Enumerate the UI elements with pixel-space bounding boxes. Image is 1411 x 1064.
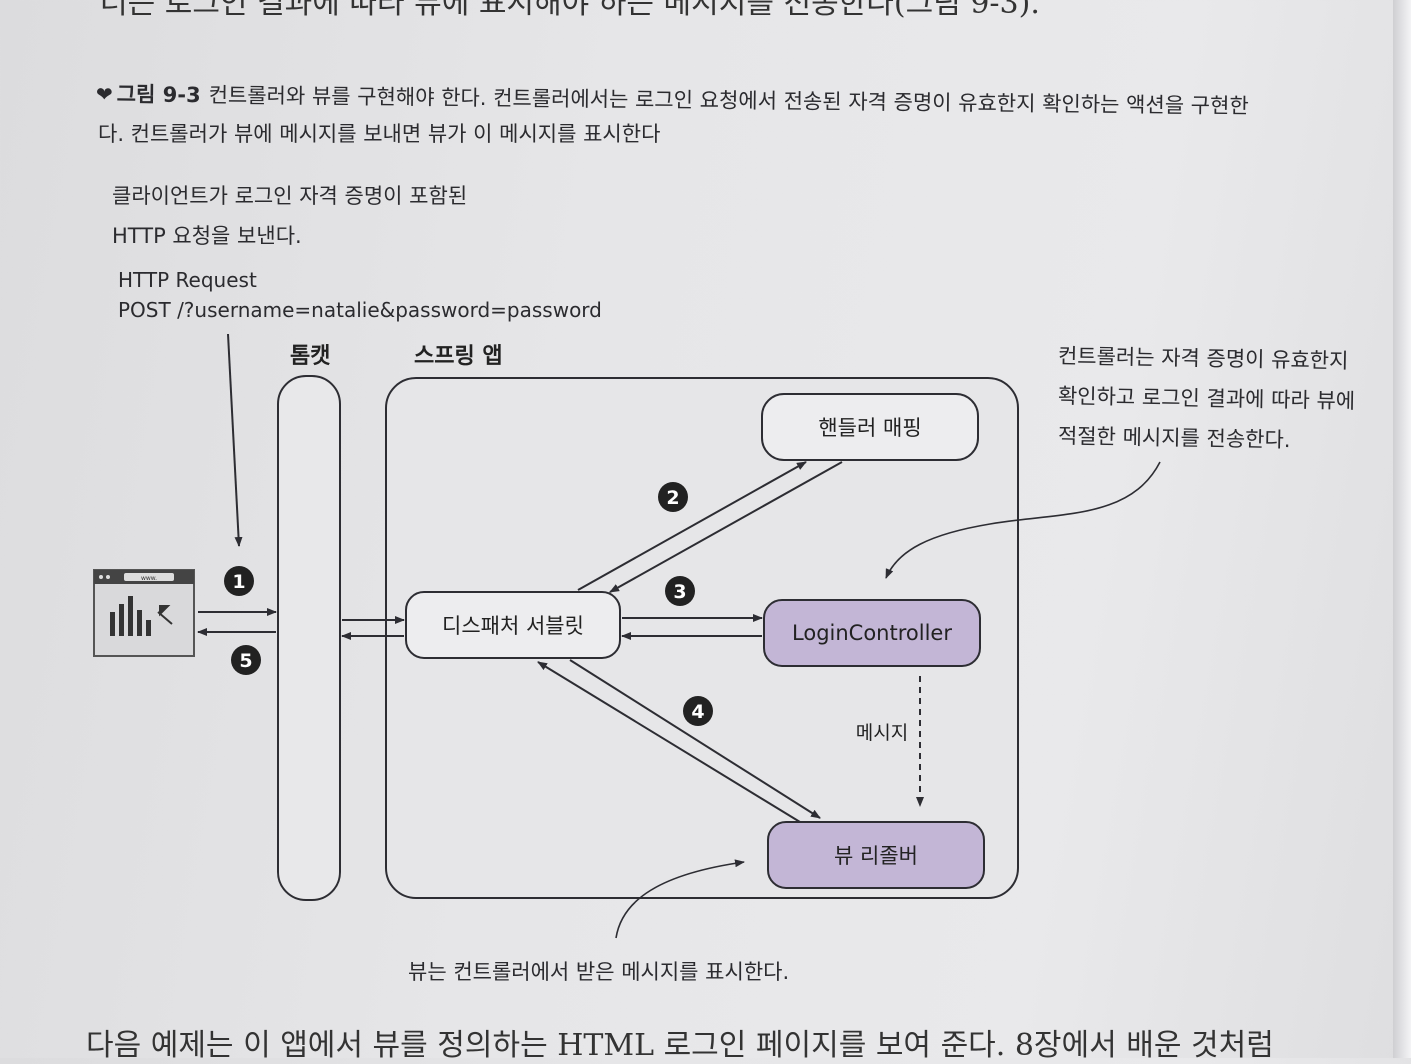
message-label: 메시지	[856, 722, 908, 744]
figure-caption-line2: 다. 컨트롤러가 뷰에 메시지를 보내면 뷰가 이 메시지를 표시한다	[98, 122, 661, 146]
browser-client-icon: www.	[93, 569, 195, 657]
step-badge-2: 2	[658, 482, 688, 512]
login-controller-label: LoginController	[792, 621, 952, 645]
view-callout-curve	[615, 859, 745, 939]
top-cut-text: 더는 로그인 결과에 따라 뷰에 표시해야 하는 메시지를 전송한다(그림 9-…	[100, 0, 1040, 21]
svg-text:2: 2	[666, 487, 679, 509]
arrow-view-to-dispatcher	[537, 661, 801, 823]
browser-url: www.	[141, 575, 157, 582]
spring-app-container	[385, 377, 1019, 899]
step-badge-4: 4	[683, 696, 713, 726]
request-pointer-line	[227, 333, 243, 547]
dispatcher-servlet-box	[405, 591, 621, 659]
step-badge-1: 1	[224, 566, 254, 596]
arrow-handler-to-dispatcher	[609, 461, 843, 593]
view-note: 뷰는 컨트롤러에서 받은 메시지를 표시한다.	[408, 960, 790, 984]
svg-text:4: 4	[691, 701, 704, 723]
dispatcher-servlet-label: 디스패처 서블릿	[442, 614, 584, 638]
tomcat-label: 톰캣	[290, 344, 331, 369]
login-controller-box	[763, 599, 981, 667]
view-resolver-label: 뷰 리졸버	[834, 844, 918, 868]
view-resolver-box	[767, 821, 985, 889]
handler-mapping-box	[761, 393, 979, 461]
step-badge-5: 5	[231, 645, 261, 675]
page-edge	[1393, 0, 1411, 1058]
spring-app-label: 스프링 앱	[414, 344, 503, 369]
controller-callout-curve	[885, 461, 1161, 579]
request-line: POST /?username=natalie&password=passwor…	[118, 298, 602, 322]
arrow-dispatcher-to-view	[569, 659, 821, 819]
request-method-label: HTTP Request	[118, 268, 257, 292]
svg-text:5: 5	[239, 650, 252, 672]
handler-mapping-label: 핸들러 매핑	[818, 416, 921, 440]
svg-text:1: 1	[232, 571, 245, 593]
client-note-line2: HTTP 요청을 보낸다.	[112, 224, 302, 248]
svg-text:3: 3	[673, 581, 686, 603]
client-note-line1: 클라이언트가 로그인 자격 증명이 포함된	[112, 184, 468, 208]
step-badge-3: 3	[665, 576, 695, 606]
arrow-dispatcher-to-handler	[577, 461, 807, 591]
bottom-cut-text: 다음 예제는 이 앱에서 뷰를 정의하는 HTML 로그인 페이지를 보여 준다…	[86, 1028, 1274, 1063]
tomcat-container	[277, 375, 341, 901]
